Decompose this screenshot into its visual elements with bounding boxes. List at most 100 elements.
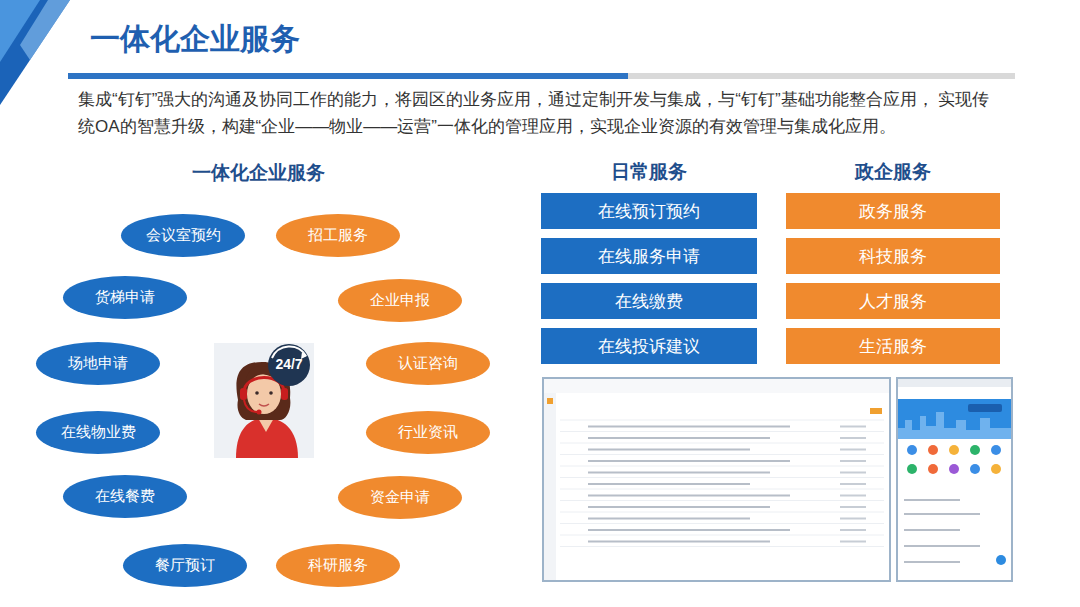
table-cell-stroke	[840, 426, 866, 428]
slide-title: 一体化企业服务	[90, 20, 300, 58]
list-row-stroke	[904, 545, 980, 547]
table-cell-stroke	[840, 506, 866, 508]
section-heading: 政企服务	[855, 160, 931, 184]
table-cell-stroke	[588, 483, 750, 485]
table-cell-stroke	[588, 518, 750, 520]
table-row-line	[560, 443, 884, 444]
service-ellipse: 企业申报	[337, 278, 463, 323]
intro-paragraph: 集成“钉钉”强大的沟通及协同工作的能力，将园区的业务应用，通过定制开发与集成，与…	[78, 86, 998, 140]
service-box: 在线预订预约	[541, 193, 757, 229]
node-text: 行业资讯	[398, 423, 458, 442]
app-icon	[907, 464, 917, 474]
app-icon	[949, 445, 959, 455]
table-cell-stroke	[588, 449, 750, 451]
service-ellipse: 在线物业费	[35, 410, 161, 455]
table-row-line	[560, 466, 884, 467]
node-text: 科研服务	[308, 556, 368, 575]
table-cell-stroke	[588, 495, 790, 497]
app-icon	[928, 464, 938, 474]
service-ellipse: 资金申请	[337, 475, 463, 520]
node-text: 在线缴费	[615, 290, 683, 313]
table-cell-stroke	[840, 449, 866, 451]
corner-triangle	[0, 0, 70, 105]
node-text: 认证咨询	[398, 354, 458, 373]
table-cell-stroke	[588, 437, 770, 439]
node-text: 餐厅预订	[155, 556, 215, 575]
app-icon	[991, 445, 1001, 455]
service-box: 在线缴费	[541, 283, 757, 319]
node-text: 在线预订预约	[598, 200, 700, 223]
table-row-line	[560, 500, 884, 501]
list-row-stroke	[904, 499, 960, 501]
service-ellipse: 招工服务	[275, 213, 401, 258]
node-text: 场地申请	[68, 354, 128, 373]
corner-stripe	[20, 0, 70, 60]
title-rule	[68, 73, 1015, 79]
table-row-line	[560, 477, 884, 478]
node-text: 人才服务	[859, 290, 927, 313]
node-text: 会议室预约	[146, 226, 221, 245]
node-text: 在线物业费	[61, 423, 136, 442]
section-heading: 一体化企业服务	[192, 161, 325, 185]
table-cell-stroke	[588, 529, 790, 531]
node-text: 在线服务申请	[598, 245, 700, 268]
node-text: 资金申请	[370, 488, 430, 507]
service-box: 生活服务	[786, 328, 1000, 364]
service-box: 在线服务申请	[541, 238, 757, 274]
table-cell-stroke	[588, 426, 790, 428]
node-text: 在线投诉建议	[598, 335, 700, 358]
table-row-line	[560, 512, 884, 513]
service-ellipse: 餐厅预订	[122, 543, 248, 588]
table-row-line	[560, 489, 884, 490]
service-box: 政务服务	[786, 193, 1000, 229]
table-cell-stroke	[840, 437, 866, 439]
app-icon	[949, 464, 959, 474]
badge-text: 24/7	[275, 356, 302, 374]
table-cell-stroke	[588, 460, 790, 462]
service-ellipse: 会议室预约	[120, 213, 246, 258]
section-heading: 日常服务	[611, 160, 687, 184]
table-row-line	[560, 546, 884, 547]
table-cell-stroke	[840, 495, 866, 497]
list-row-stroke	[904, 513, 980, 515]
service-box: 在线投诉建议	[541, 328, 757, 364]
table-cell-stroke	[840, 541, 866, 543]
table-cell-stroke	[588, 506, 770, 508]
app-icon	[928, 445, 938, 455]
app-icon	[907, 445, 917, 455]
table-row-line	[560, 420, 884, 421]
node-text: 货梯申请	[95, 288, 155, 307]
service-ellipse: 行业资讯	[365, 410, 491, 455]
customer-service-illustration	[214, 343, 314, 458]
app-icon	[970, 445, 980, 455]
service-ellipse: 货梯申请	[62, 275, 188, 320]
list-row-stroke	[904, 561, 960, 563]
node-text: 在线餐费	[95, 487, 155, 506]
service-ellipse: 在线餐费	[62, 474, 188, 519]
node-text: 政务服务	[859, 200, 927, 223]
table-row-line	[560, 431, 884, 432]
table-row-line	[560, 454, 884, 455]
title-rule-accent	[68, 73, 628, 79]
table-cell-stroke	[840, 472, 866, 474]
service-ellipse: 认证咨询	[365, 341, 491, 386]
node-text: 生活服务	[859, 335, 927, 358]
service-ellipse: 场地申请	[35, 341, 161, 386]
app-icon	[970, 464, 980, 474]
table-row-line	[560, 523, 884, 524]
node-text: 企业申报	[370, 291, 430, 310]
app-icon	[991, 464, 1001, 474]
service-ellipse: 科研服务	[275, 543, 401, 588]
mobile-screenshot	[897, 378, 1012, 581]
table-cell-stroke	[840, 518, 866, 520]
node-text: 招工服务	[308, 226, 368, 245]
service-box: 科技服务	[786, 238, 1000, 274]
table-cell-stroke	[840, 483, 866, 485]
table-cell-stroke	[840, 460, 866, 462]
table-cell-stroke	[588, 541, 770, 543]
service-box: 人才服务	[786, 283, 1000, 319]
list-row-stroke	[904, 529, 960, 531]
desktop-screenshot	[543, 378, 890, 581]
table-cell-stroke	[588, 472, 770, 474]
